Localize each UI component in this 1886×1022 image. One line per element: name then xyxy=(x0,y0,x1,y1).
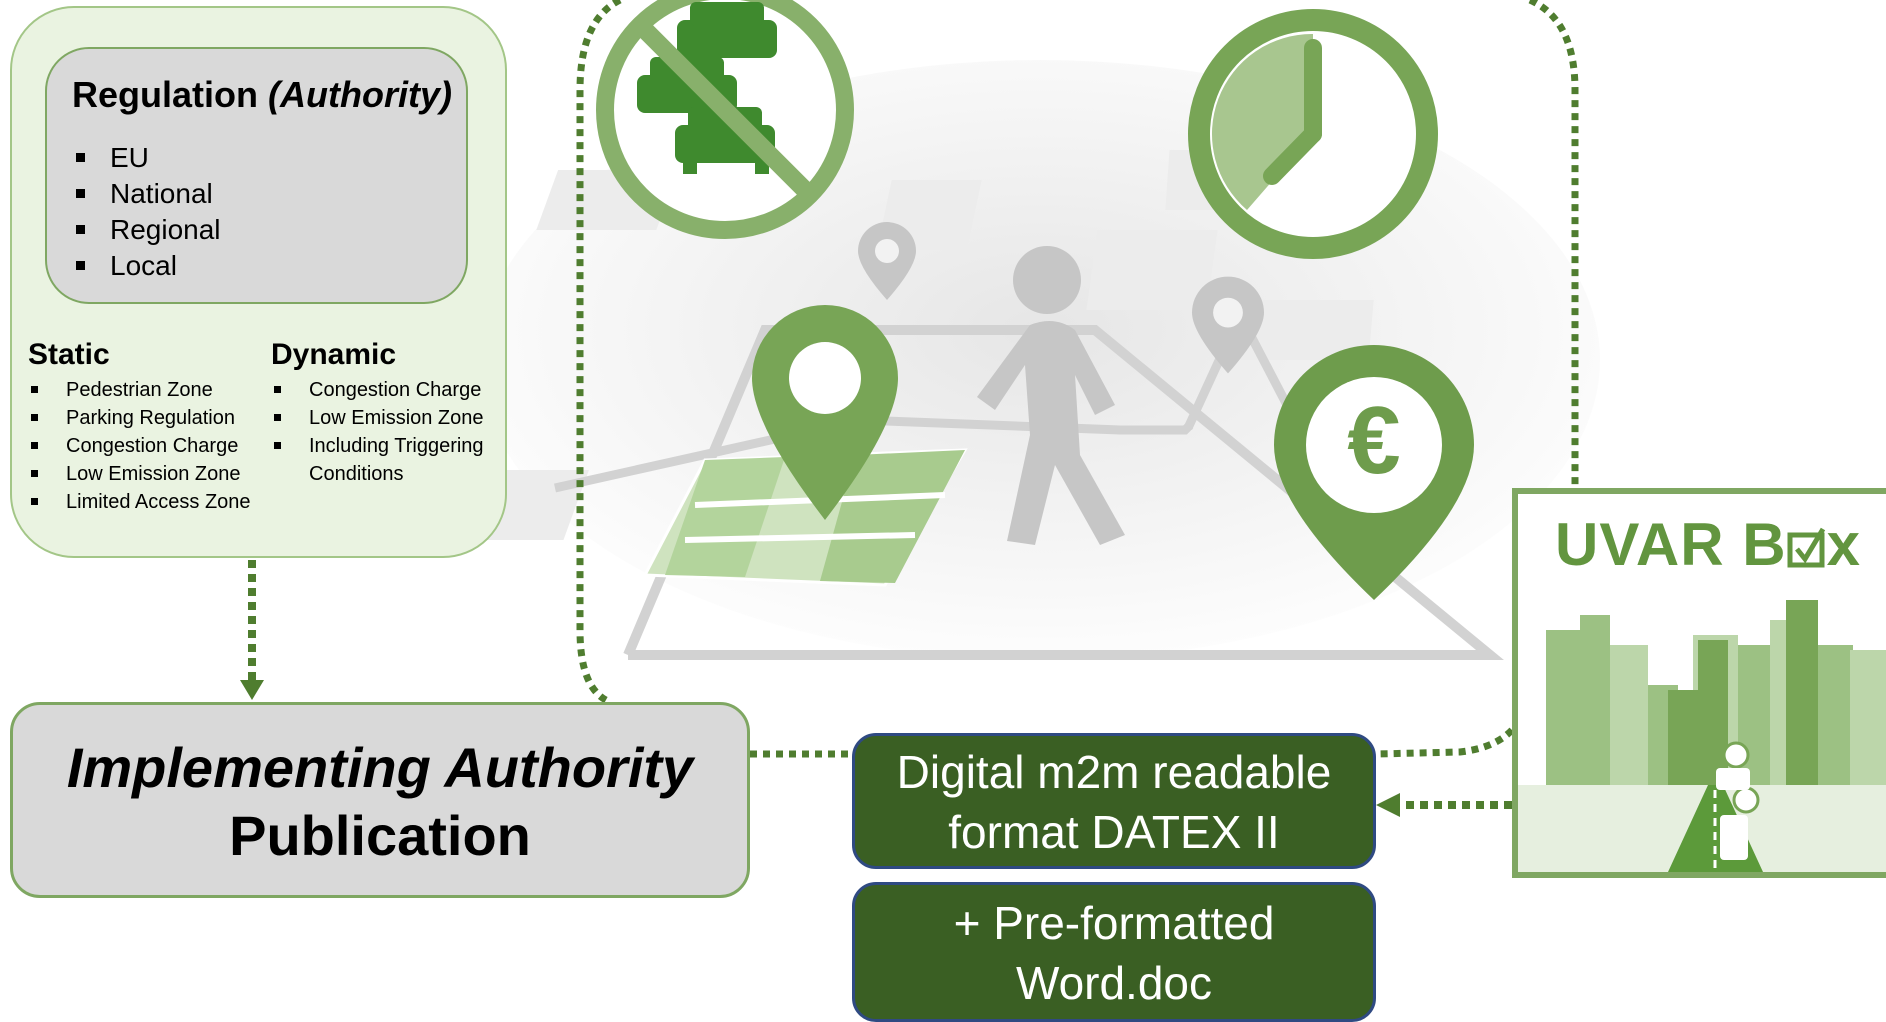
uvar-title-end: x xyxy=(1826,511,1861,578)
list-item: EU xyxy=(76,140,221,176)
word-line-2: Word.doc xyxy=(1015,957,1213,1009)
list-item: Congestion Charge xyxy=(28,432,268,460)
svg-text:€: € xyxy=(1347,387,1400,494)
list-item: National xyxy=(76,176,221,212)
word-line-1: + Pre-formatted xyxy=(953,897,1275,949)
list-item: Limited Access Zone xyxy=(28,488,268,516)
regulation-title-text: Regulation xyxy=(72,74,258,115)
uvar-city-skyline xyxy=(1518,600,1886,872)
list-item: Congestion Charge xyxy=(271,376,511,404)
regulation-levels-list: EU National Regional Local xyxy=(76,140,221,284)
implementing-authority-box: Implementing Authority Publication xyxy=(10,702,750,898)
no-traffic-icon xyxy=(596,0,854,239)
clock-icon xyxy=(1188,9,1438,259)
location-pin-icon xyxy=(752,305,898,520)
list-item: Pedestrian Zone xyxy=(28,376,268,404)
regulation-title: Regulation (Authority) xyxy=(72,74,452,116)
map-icon xyxy=(642,448,968,587)
list-item: Regional xyxy=(76,212,221,248)
implementing-authority-title: Implementing Authority xyxy=(66,736,694,799)
static-heading: Static xyxy=(28,338,110,371)
uvar-box-title: UVAR B x xyxy=(1555,510,1861,579)
dynamic-list: Congestion Charge Low Emission Zone Incl… xyxy=(271,376,511,488)
datex-line-1: Digital m2m readable xyxy=(896,746,1332,798)
list-item: Parking Regulation xyxy=(28,404,268,432)
regulation-title-qualifier: (Authority) xyxy=(268,74,452,115)
regulation-header-box xyxy=(45,47,468,304)
word-doc-box: + Pre-formatted Word.doc xyxy=(852,882,1376,1022)
euro-pin-icon: € xyxy=(1274,345,1474,600)
list-item: Low Emission Zone xyxy=(271,404,511,432)
list-item: Local xyxy=(76,248,221,284)
grey-pin-icon-left xyxy=(858,222,916,300)
pedestrian-icon xyxy=(977,246,1125,545)
list-item: Low Emission Zone xyxy=(28,460,268,488)
publication-label: Publication xyxy=(229,804,531,867)
dynamic-heading: Dynamic xyxy=(271,338,397,371)
checkbox-icon xyxy=(1787,527,1825,568)
grey-pin-icon-right xyxy=(1192,276,1264,374)
uvar-title-text: UVAR B xyxy=(1555,511,1787,578)
datex-line-2: format DATEX II xyxy=(948,806,1280,858)
list-item: Including Triggering Conditions xyxy=(271,432,511,488)
static-list: Pedestrian Zone Parking Regulation Conge… xyxy=(28,376,268,516)
datex-format-box: Digital m2m readable format DATEX II xyxy=(852,733,1376,869)
